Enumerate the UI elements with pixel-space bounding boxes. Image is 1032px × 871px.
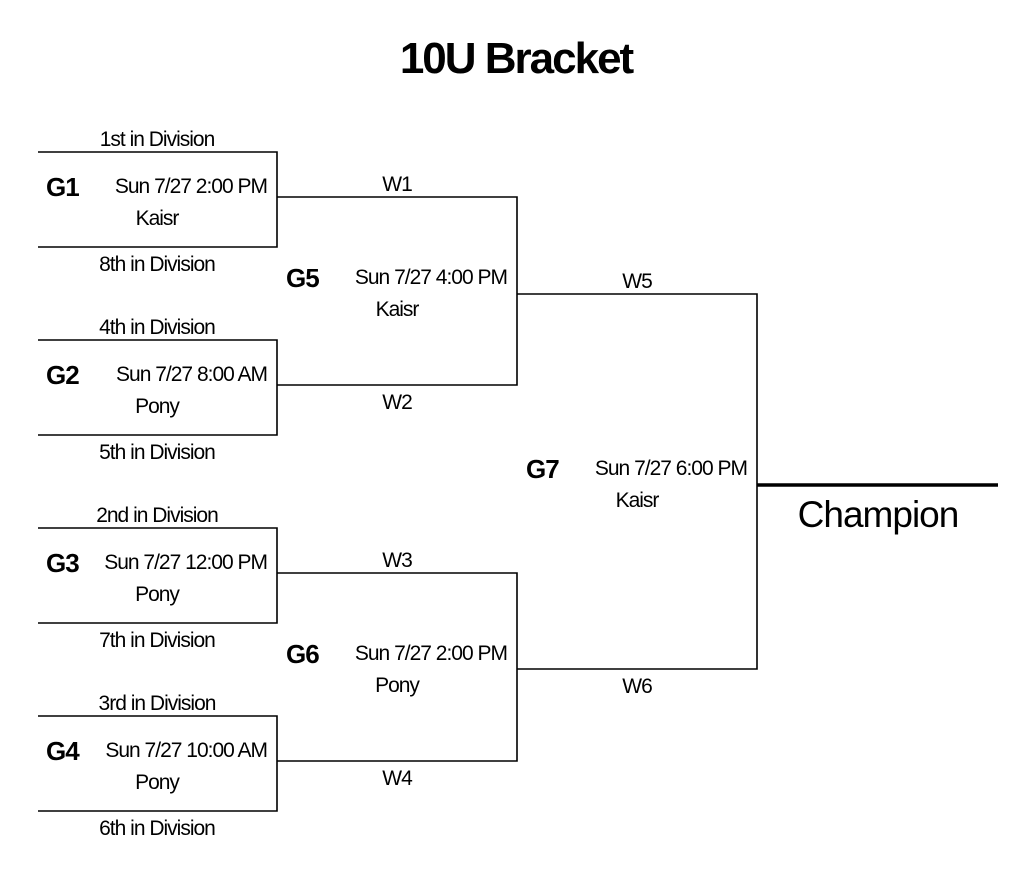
- g2-id: G2: [46, 360, 79, 390]
- g6-top-slot: W3: [382, 549, 412, 572]
- g7-time: Sun 7/27 6:00 PM: [595, 457, 747, 480]
- game-g3: 2nd in Division G3 Sun 7/27 12:00 PM Pon…: [46, 504, 268, 652]
- g4-id: G4: [46, 736, 80, 766]
- g5-venue: Kaisr: [376, 298, 420, 321]
- g5-id: G5: [286, 263, 319, 293]
- g2-time: Sun 7/27 8:00 AM: [116, 363, 267, 386]
- g4-top-seed: 3rd in Division: [99, 692, 216, 715]
- g7-top-slot: W5: [622, 270, 652, 293]
- g5-bottom-slot: W2: [382, 391, 412, 414]
- g2-venue: Pony: [135, 395, 180, 418]
- g6-id: G6: [286, 639, 319, 669]
- g3-venue: Pony: [135, 583, 180, 606]
- g3-time: Sun 7/27 12:00 PM: [104, 551, 267, 574]
- g3-bracket-line: [38, 527, 278, 624]
- g3-id: G3: [46, 548, 79, 578]
- g1-top-seed: 1st in Division: [100, 128, 215, 151]
- game-g2: 4th in Division G2 Sun 7/27 8:00 AM Pony…: [46, 316, 268, 464]
- round-2-lines: [277, 196, 518, 762]
- g1-bottom-seed: 8th in Division: [99, 253, 215, 276]
- g6-time: Sun 7/27 2:00 PM: [355, 642, 507, 665]
- g4-bracket-line: [38, 715, 278, 812]
- champion-label: Champion: [798, 494, 959, 535]
- game-g5: W1 G5 Sun 7/27 4:00 PM Kaisr W2: [286, 173, 508, 414]
- g2-top-seed: 4th in Division: [99, 316, 215, 339]
- g4-bottom-seed: 6th in Division: [99, 817, 215, 840]
- game-g6: W3 G6 Sun 7/27 2:00 PM Pony W4: [286, 549, 508, 790]
- g7-bottom-slot: W6: [622, 675, 652, 698]
- g2-bottom-seed: 5th in Division: [99, 441, 215, 464]
- g6-bottom-slot: W4: [382, 767, 413, 790]
- g4-time: Sun 7/27 10:00 AM: [105, 739, 267, 762]
- g1-venue: Kaisr: [136, 207, 180, 230]
- g1-time: Sun 7/27 2:00 PM: [115, 175, 267, 198]
- g3-top-seed: 2nd in Division: [96, 504, 218, 527]
- g5-time: Sun 7/27 4:00 PM: [355, 266, 507, 289]
- g7-bracket-line: [517, 293, 758, 670]
- g6-venue: Pony: [375, 674, 420, 697]
- game-g7: W5 G7 Sun 7/27 6:00 PM Kaisr W6: [526, 270, 748, 698]
- page-title: 10U Bracket: [400, 34, 635, 83]
- g4-venue: Pony: [135, 771, 180, 794]
- g7-venue: Kaisr: [616, 489, 660, 512]
- g2-bracket-line: [38, 339, 278, 436]
- g6-bracket-line: [277, 572, 518, 762]
- g7-id: G7: [526, 454, 559, 484]
- g3-bottom-seed: 7th in Division: [99, 629, 215, 652]
- g5-top-slot: W1: [382, 173, 412, 196]
- round-1-lines: [38, 151, 278, 812]
- g5-bracket-line: [277, 196, 518, 386]
- game-g1: 1st in Division G1 Sun 7/27 2:00 PM Kais…: [46, 128, 268, 276]
- g1-bracket-line: [38, 151, 278, 248]
- g1-id: G1: [46, 172, 79, 202]
- game-g4: 3rd in Division G4 Sun 7/27 10:00 AM Pon…: [46, 692, 268, 840]
